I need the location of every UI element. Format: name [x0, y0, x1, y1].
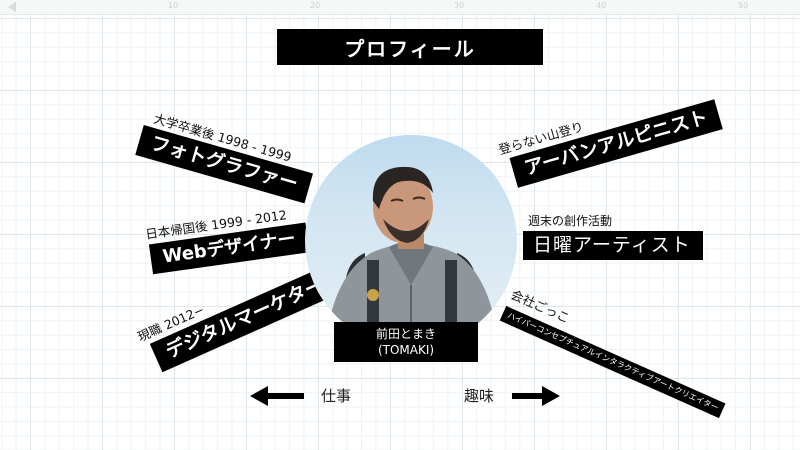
work-label: 仕事 [321, 387, 352, 405]
left-arrow-icon [250, 386, 304, 406]
hobby-role: 日曜アーティスト [523, 231, 703, 260]
ruler-number: 20 [310, 1, 321, 10]
hobby-item-artist: 週末の創作活動 日曜アーティスト [523, 212, 703, 260]
ruler: 10 20 30 40 50 [0, 0, 800, 15]
page-title: プロフィール [277, 29, 543, 65]
person-name-romaji: (TOMAKI) [377, 343, 435, 357]
person-name: 前田とまき [375, 326, 436, 341]
person-illustration [325, 166, 499, 347]
person-name-label: 前田とまき (TOMAKI) [334, 322, 478, 362]
ruler-number: 40 [596, 1, 607, 10]
hobby-caption: 週末の創作活動 [528, 214, 613, 228]
ruler-left-arrow-icon[interactable] [8, 2, 16, 12]
portrait-photo [305, 135, 517, 347]
ruler-number: 10 [168, 1, 179, 10]
ruler-number: 50 [738, 1, 749, 10]
ruler-number: 30 [454, 1, 465, 10]
hobby-label: 趣味 [464, 387, 495, 405]
right-arrow-icon [512, 386, 560, 406]
